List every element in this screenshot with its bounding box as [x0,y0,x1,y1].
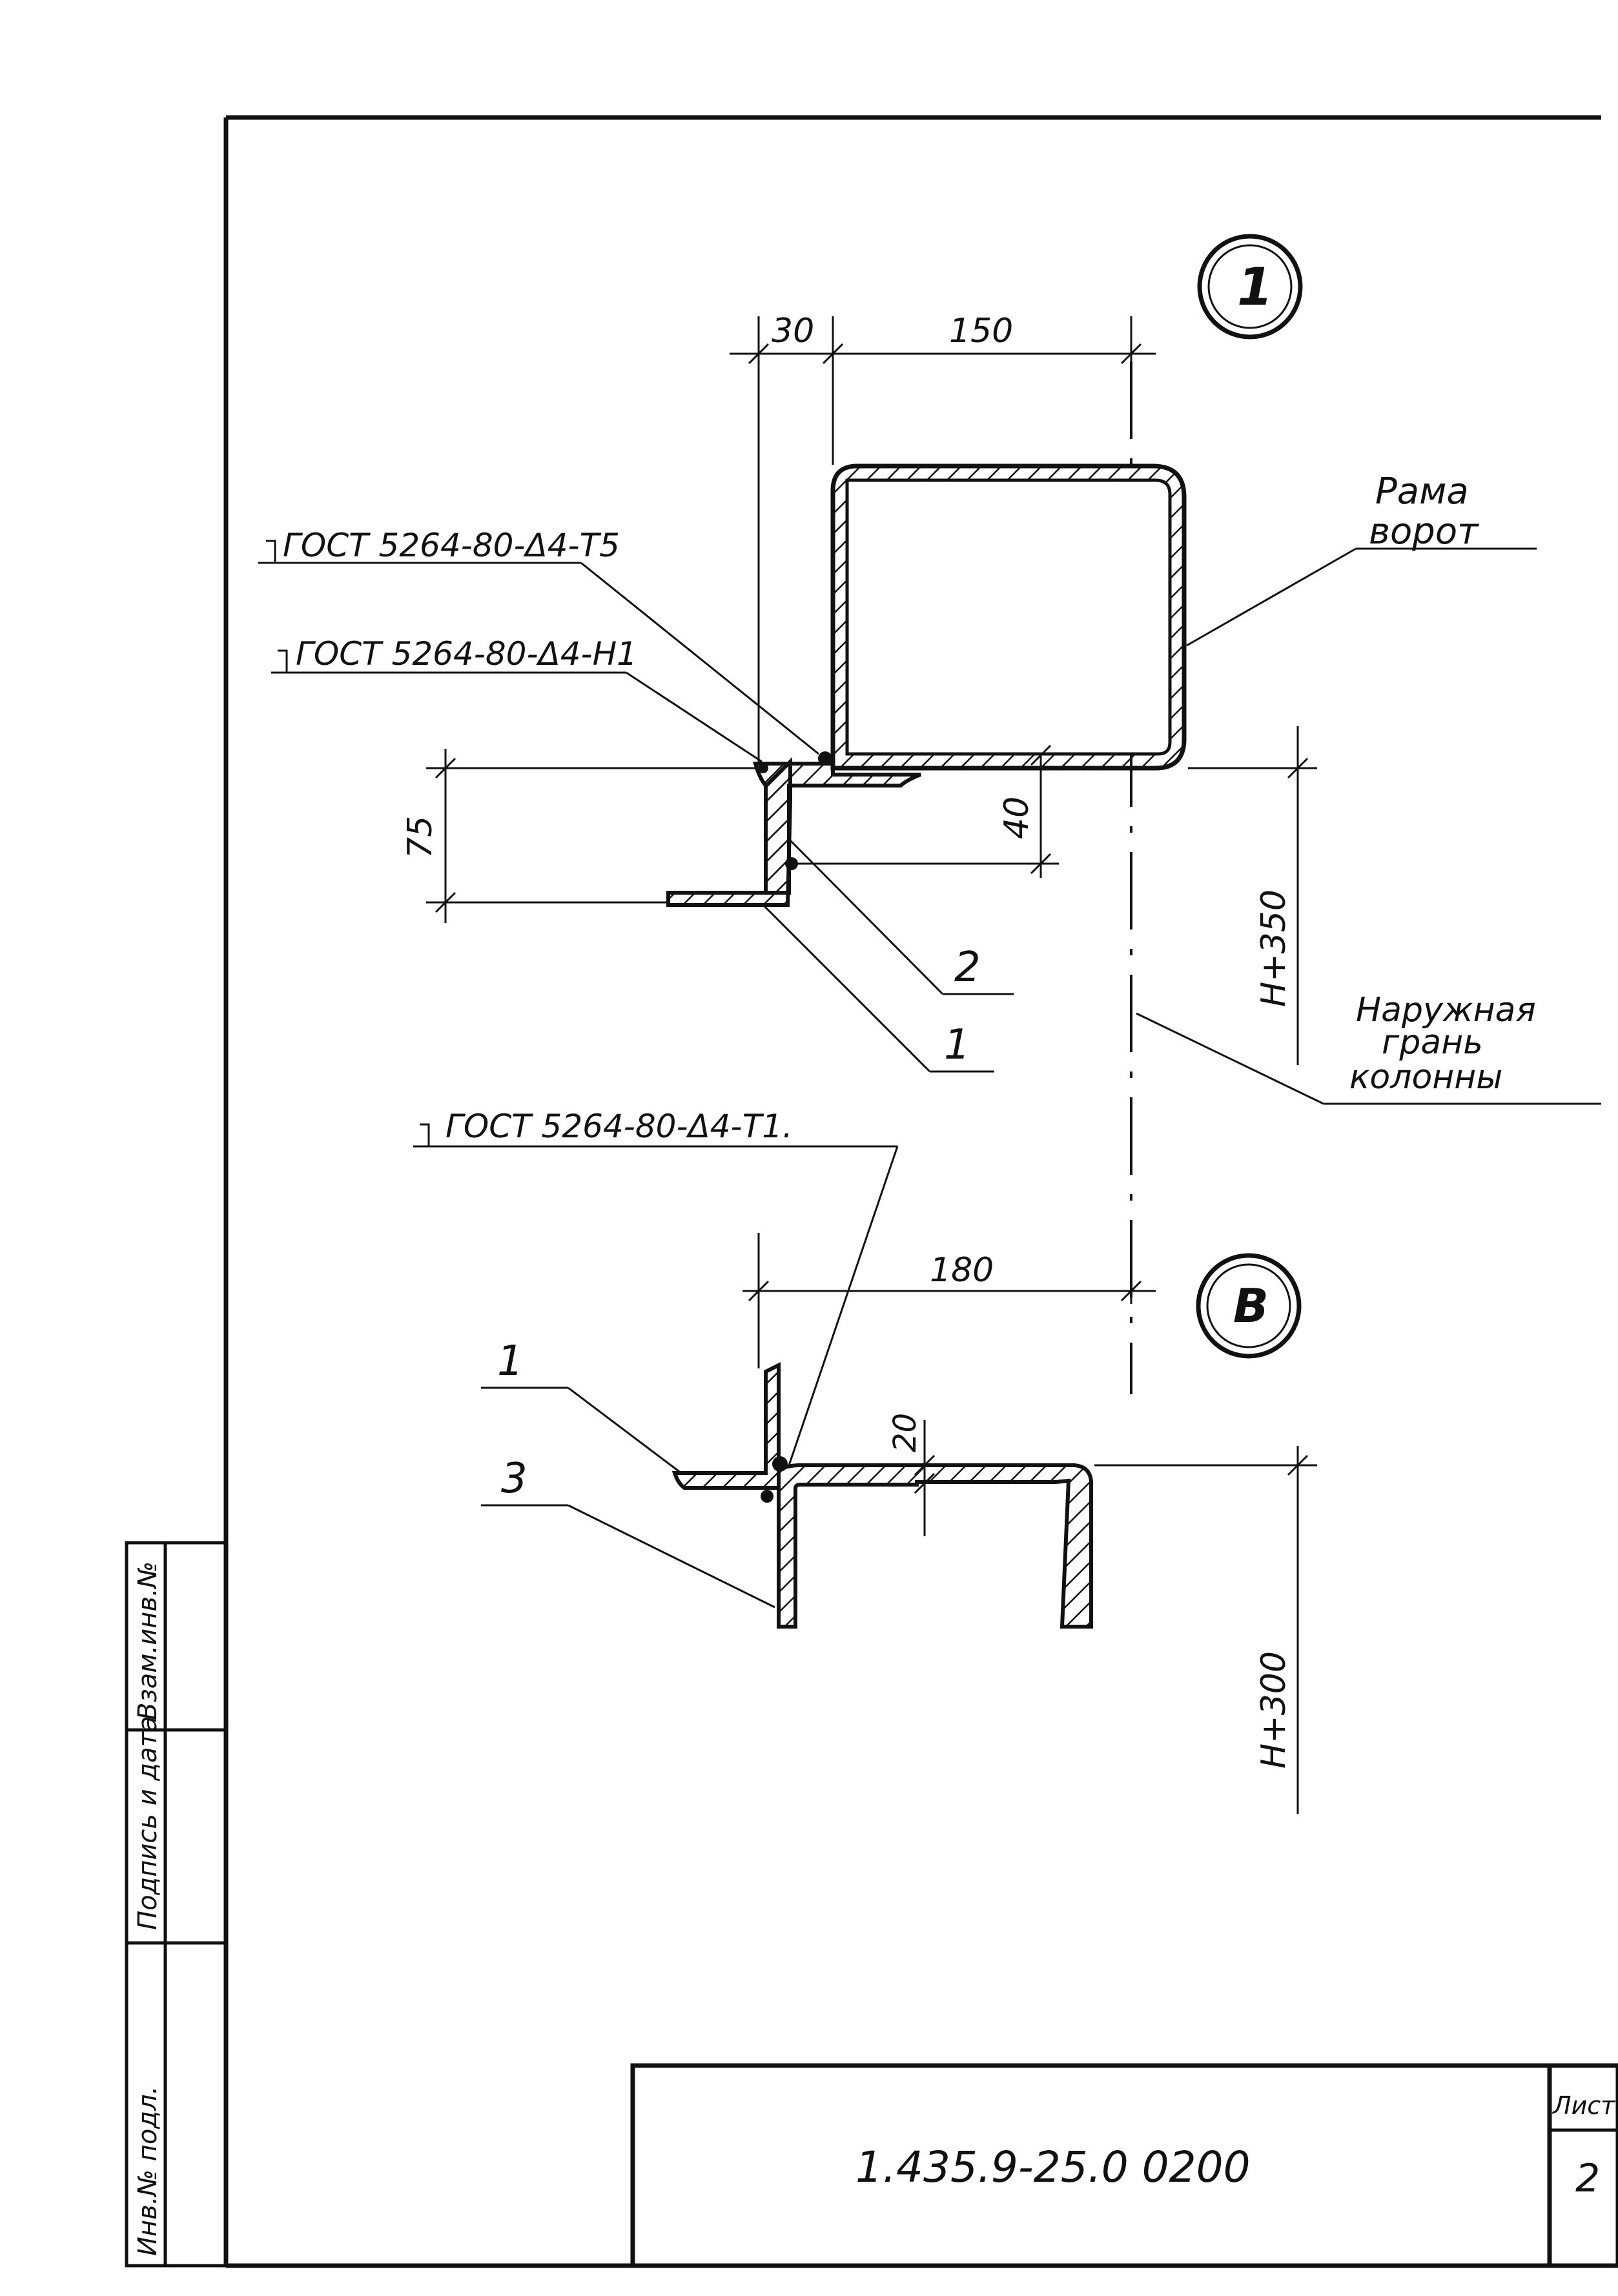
dim-180-label: 180 [930,1251,994,1290]
pos-1-callout: 1 [761,902,994,1073]
column-face-line2: грань [1382,1023,1483,1062]
gate-frame-callout: Рама ворот [1186,471,1537,647]
elev-h350-label: Н+350 [1254,889,1293,1007]
pos-3-label: 3 [501,1455,527,1503]
dim-20: 20 [887,1413,936,1536]
detail-1: 1 30 150 [258,234,1537,1073]
sheet-number: 2 [1575,2156,1600,2201]
dim-30: 30 [772,312,814,350]
elevation-h350: Н+350 [1188,726,1317,1065]
dim-150: 150 [949,312,1013,350]
gate-frame-section [830,463,1187,771]
dim-75-label: 75 [401,816,440,858]
title-block: 1.435.9-25.0 0200 Лист 2 [630,2063,1618,2268]
column-face-line3: колонны [1349,1058,1502,1097]
pos-2-label: 2 [954,944,981,991]
weld-t5-label: ГОСТ 5264-80-Δ4-Т5 [283,527,620,564]
stamp-vzam-inv: Взам.инв.№ [133,1561,163,1720]
weld-bead-h1 [758,763,768,773]
dim-75: 75 [401,749,759,923]
elevation-h300: Н+300 [1094,1446,1317,1814]
weld-callout-t5: ГОСТ 5264-80-Δ4-Т5 [258,527,819,755]
weld-callout-t1: ГОСТ 5264-80-Δ4-Т1. [413,1108,899,1466]
dim-top: 30 150 [730,312,1156,762]
pos-1-label: 1 [944,1021,970,1069]
weld-bead-b1 [772,1456,788,1472]
pos-1-b-label: 1 [497,1337,524,1385]
frame-label-1: Рама [1375,471,1469,513]
elev-h300-label: Н+300 [1254,1651,1293,1769]
detail-1-marker-label: 1 [1237,257,1273,317]
dim-40-label: 40 [998,797,1036,839]
lower-angle [666,757,792,907]
channel-pos-3 [777,1463,1093,1629]
angle-pos-1 [671,1362,781,1490]
dim-40: 40 [789,744,1059,878]
drawing-code: 1.435.9-25.0 0200 [855,2142,1251,2192]
frame-label-2: ворот [1369,511,1479,553]
weld-callout-h1: ГОСТ 5264-80-Δ4-Н1 [271,635,763,763]
dim-180: 180 [742,1226,1156,1368]
sheet-label: Лист [1551,2091,1616,2120]
weld-t1-label: ГОСТ 5264-80-Δ4-Т1. [445,1108,793,1145]
pos-1-b-callout: 1 [481,1337,682,1474]
weld-h1-label: ГОСТ 5264-80-Δ4-Н1 [296,635,637,673]
detail-b: В ГОСТ 5264-80-Δ4-Т1. 180 [413,1108,1317,1814]
pos-2-callout: 2 [788,838,1014,995]
pos-3-callout: 3 [481,1455,775,1609]
weld-bead-t5 [818,751,832,766]
detail-1-marker: 1 [1197,234,1303,340]
sheet-border [223,115,1618,2268]
column-face-callout: Наружная грань колонны [1136,991,1601,1105]
weld-bead-b2 [761,1490,773,1503]
stamp-signature-date: Подпись и дата [133,1716,163,1930]
side-stamp: Инв.№ подл. Подпись и дата Взам.инв.№ [125,1541,228,2268]
column-face-line1: Наружная [1356,991,1536,1030]
stamp-inv-podl: Инв.№ подл. [133,2086,163,2256]
dim-20-label: 20 [887,1413,923,1452]
detail-b-marker: В [1196,1253,1302,1359]
detail-b-marker-label: В [1233,1279,1269,1333]
